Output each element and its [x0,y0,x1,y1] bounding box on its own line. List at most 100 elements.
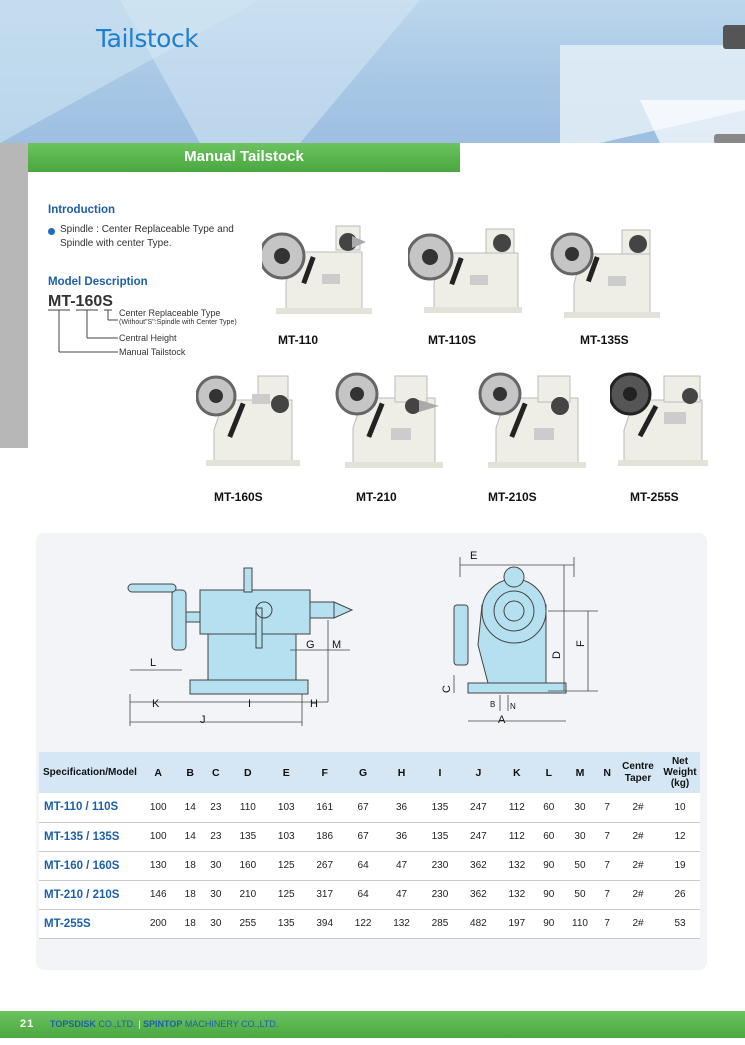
table-cell: 317 [305,880,344,910]
table-cell: 7 [598,822,616,852]
table-cell: 12 [660,822,700,852]
table-cell: 112 [497,822,537,852]
dim-label-n: N [510,702,516,711]
table-cell: 210 [228,880,268,910]
col-header-g: G [343,752,383,793]
section-bar: Manual Tailstock [28,143,460,172]
table-cell: 285 [420,909,460,939]
col-header-m: M [561,752,599,793]
table-cell: 64 [343,880,383,910]
product-photo-mt-255s [610,366,710,470]
legend-central-height: Central Height [119,333,177,343]
product-label-mt-135s: MT-135S [580,333,629,347]
dim-label-g: G [306,639,315,651]
table-cell: 23 [203,822,229,852]
header-background-graphic [0,0,745,143]
table-cell: 160 [228,851,268,881]
table-cell: 19 [660,851,700,881]
table-cell: 200 [139,909,178,939]
table-cell: 125 [267,880,306,910]
row-model-name: MT-210 / 210S [39,880,139,910]
product-label-mt-110s: MT-110S [428,333,477,347]
table-cell: 18 [177,880,204,910]
weight-header-line1: Net [671,756,689,767]
table-cell: 30 [561,793,599,823]
table-cell: 50 [561,880,599,910]
table-cell: 2# [616,793,660,823]
legend-manual-tailstock: Manual Tailstock [119,347,186,357]
product-photo-mt-160s [196,370,306,470]
col-header-i: I [420,752,460,793]
table-cell: 362 [459,851,498,881]
table-cell: 267 [305,851,344,881]
col-header-c: C [203,752,229,793]
row-model-name: MT-110 / 110S [39,793,139,823]
table-cell: 255 [228,909,268,939]
table-cell: 482 [459,909,498,939]
row-model-name: MT-160 / 160S [39,851,139,881]
table-cell: 30 [203,909,229,939]
bullet-icon [48,228,55,235]
table-cell: 23 [203,793,229,823]
table-cell: 64 [343,851,383,881]
table-cell: 7 [598,793,616,823]
table-cell: 103 [267,793,306,823]
table-cell: 135 [228,822,268,852]
section-title: Manual Tailstock [184,148,304,165]
tailstock-drawing [262,225,372,314]
dim-label-a: A [498,714,506,726]
footer-co1-bold: TOPSDISK [50,1019,96,1029]
product-photo-mt-110s [408,215,523,315]
table-cell: 247 [459,822,498,852]
legend-s-type: Center Replaceable Type [119,308,221,318]
table-cell: 135 [420,793,460,823]
table-cell: 110 [561,909,599,939]
table-cell: 30 [561,822,599,852]
table-cell: 18 [177,851,204,881]
taper-header-line1: Centre [622,760,654,772]
col-header-n: N [598,752,616,793]
product-label-mt-210s: MT-210S [488,490,537,504]
table-cell: 53 [660,909,700,939]
page-number: 21 [20,1018,35,1030]
product-photo-mt-135s [550,218,660,318]
col-header-taper: Centre Taper [616,752,660,793]
table-cell: 394 [305,909,344,939]
table-cell: 132 [497,851,537,881]
table-cell: 125 [267,851,306,881]
dim-label-b: B [490,700,495,709]
dim-label-k: K [152,698,160,710]
table-cell: 230 [420,851,460,881]
table-cell: 36 [382,822,421,852]
model-legend-lines [48,309,118,353]
table-cell: 130 [139,851,178,881]
footer-co2-bold: SPINTOP [143,1019,183,1029]
row-model-name: MT-135 / 135S [39,822,139,852]
left-rail [0,143,28,448]
table-cell: 60 [536,793,562,823]
col-header-weight: Net Weight (kg) [660,752,700,793]
dim-label-j: J [200,714,206,726]
table-cell: 146 [139,880,178,910]
weight-header-line3: (kg) [670,778,690,789]
table-cell: 14 [177,822,204,852]
table-cell: 2# [616,851,660,881]
footer-co1: CO.,LTD. [95,1019,136,1029]
spec-table: Specification/Model A B C D E F G H I J … [39,752,700,939]
col-header-k: K [497,752,537,793]
table-cell: 90 [536,851,562,881]
col-header-h: H [382,752,421,793]
table-cell: 132 [382,909,421,939]
dim-label-e: E [470,550,477,562]
dim-label-h: H [310,698,318,710]
product-label-mt-255s: MT-255S [630,490,679,504]
dim-label-c: C [441,685,453,693]
table-cell: 36 [382,793,421,823]
table-cell: 67 [343,793,383,823]
table-cell: 186 [305,822,344,852]
